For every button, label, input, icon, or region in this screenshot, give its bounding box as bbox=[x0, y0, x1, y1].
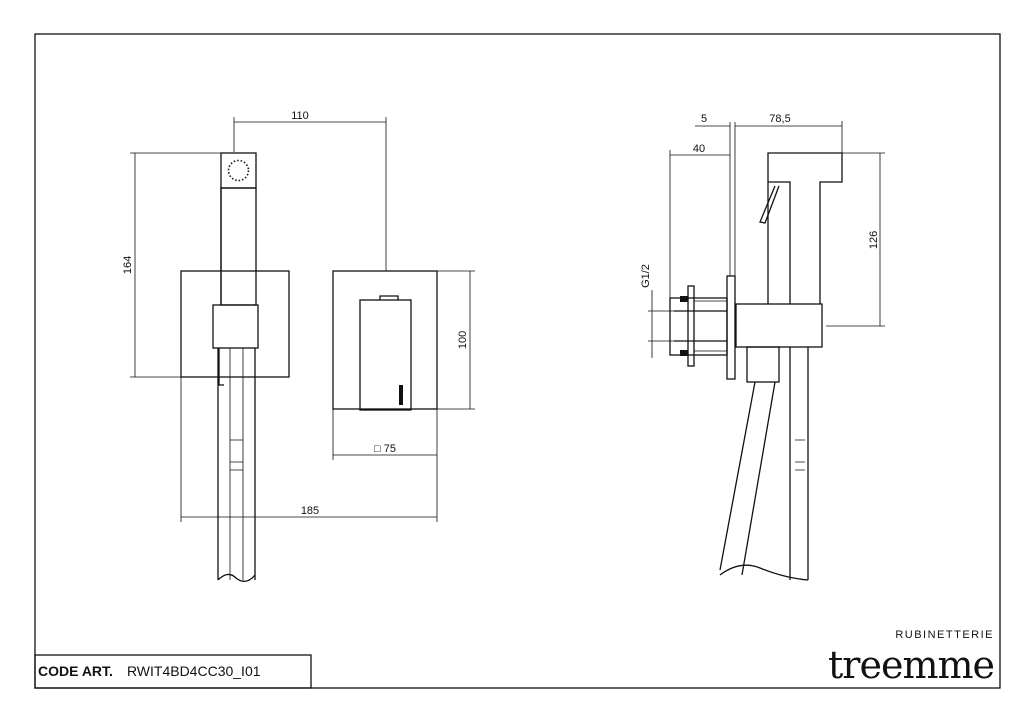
dim-110: 110 bbox=[291, 110, 309, 122]
code-art: CODE ART. RWIT4BD4CC30_I01 bbox=[38, 662, 261, 680]
code-value: RWIT4BD4CC30_I01 bbox=[126, 663, 261, 679]
dim-78-5: 78,5 bbox=[769, 113, 790, 125]
dim-40: 40 bbox=[693, 143, 705, 155]
front-dimensions bbox=[130, 117, 475, 522]
drawing-frame bbox=[34, 33, 1001, 689]
dim-75: □ 75 bbox=[374, 443, 396, 455]
dim-5: 5 bbox=[701, 113, 707, 125]
front-view-shower bbox=[180, 152, 290, 582]
brand-logo: RUBINETTERIE treemme bbox=[828, 628, 995, 687]
brand-subtitle: RUBINETTERIE bbox=[895, 629, 994, 641]
side-dimensions bbox=[648, 121, 885, 358]
title-block-box bbox=[34, 654, 312, 689]
dim-100: 100 bbox=[457, 331, 469, 349]
dim-164: 164 bbox=[122, 256, 134, 274]
dim-185: 185 bbox=[301, 505, 319, 517]
dim-g1-2: G1/2 bbox=[640, 264, 652, 288]
front-view-mixer bbox=[332, 270, 438, 411]
brand-name: treemme bbox=[828, 643, 995, 687]
side-view bbox=[669, 122, 843, 581]
code-label: CODE ART. bbox=[38, 663, 113, 679]
dim-126: 126 bbox=[868, 231, 880, 249]
